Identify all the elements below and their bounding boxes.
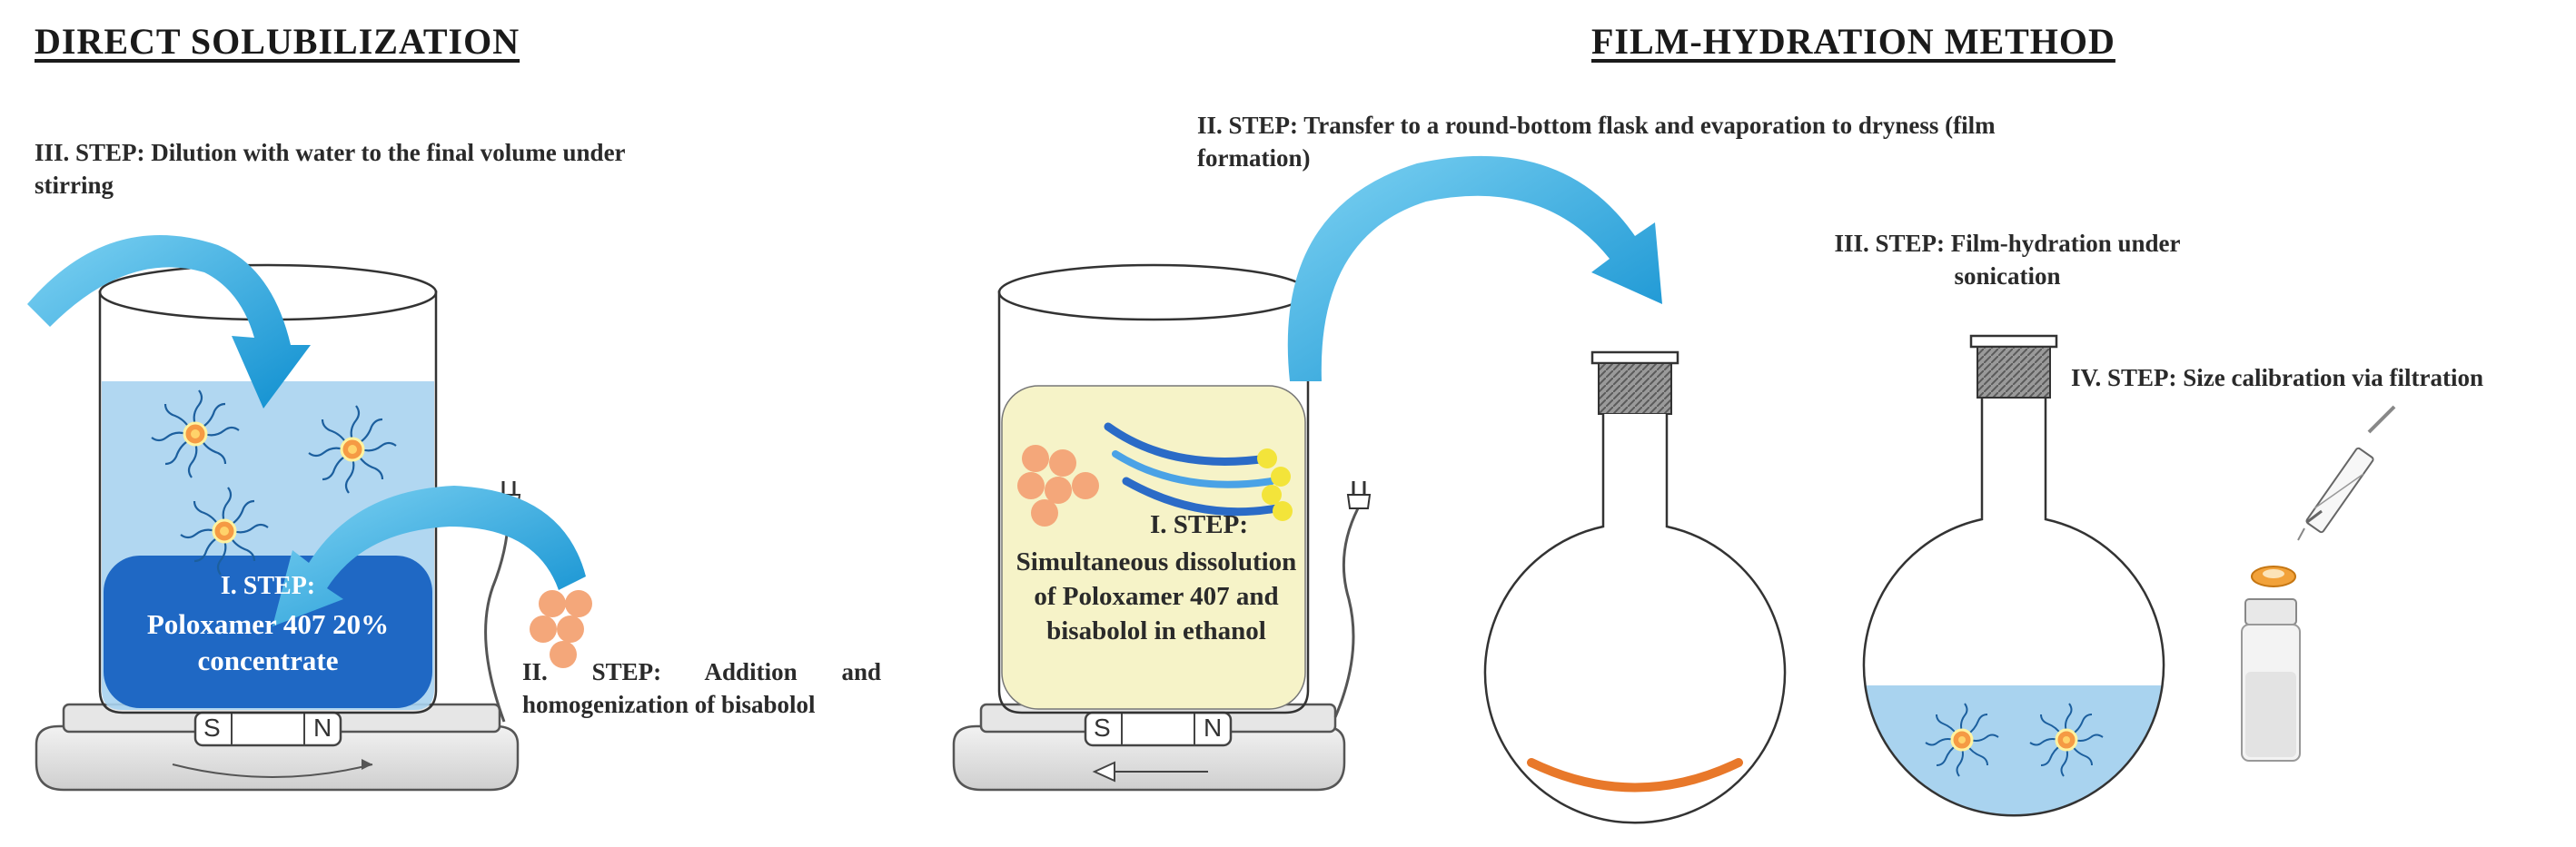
film-arrow-transfer — [1287, 155, 1662, 381]
right-stirrer-n-label: N — [1204, 714, 1223, 742]
middle-bisabolol-droplets — [1017, 445, 1099, 527]
filtrate-vial — [2241, 598, 2301, 762]
left-stirrer-s-label: S — [203, 714, 221, 742]
syringe-filter — [2251, 405, 2396, 587]
film-step2-label: II. STEP: Transfer to a round-bottom fla… — [1197, 112, 1996, 172]
right-plug-cable — [1333, 481, 1372, 718]
direct-step2-label: II. STEP: Addition and homogenization of… — [522, 658, 881, 718]
left-stirrer-plate — [35, 703, 520, 792]
direct-step3-label: III. STEP: Dilution with water to the fi… — [35, 139, 626, 199]
left-arrow-addition — [272, 486, 586, 626]
left-bisabolol-droplets — [530, 590, 592, 668]
left-arrow-dilution — [27, 234, 311, 409]
film-step3-label: III. STEP: Film-hydration under sonicati… — [1834, 230, 2181, 290]
film-step1-body: Simultaneous dissolution of Poloxamer 40… — [1016, 547, 1297, 645]
direct-step1-head: I. STEP: — [220, 572, 316, 600]
poloxamer-polymer-chains — [1104, 422, 1293, 521]
film-step4-label: IV. STEP: Size calibration via filtratio… — [2071, 364, 2484, 391]
film-step1-head: I. STEP: — [1150, 510, 1248, 539]
title-direct-solubilization: DIRECT SOLUBILIZATION — [35, 21, 520, 62]
right-stirrer-s-label: S — [1094, 714, 1111, 742]
direct-step1-body: Poloxamer 407 20% concentrate — [146, 608, 390, 676]
flask-film — [1483, 350, 1787, 824]
title-film-hydration: FILM-HYDRATION METHOD — [1591, 21, 2115, 62]
middle-beaker — [997, 263, 1310, 714]
left-beaker — [98, 263, 438, 714]
right-stirrer-plate — [952, 703, 1346, 792]
flask-hydration — [1862, 334, 2165, 817]
left-stirrer-n-label: N — [313, 714, 332, 742]
